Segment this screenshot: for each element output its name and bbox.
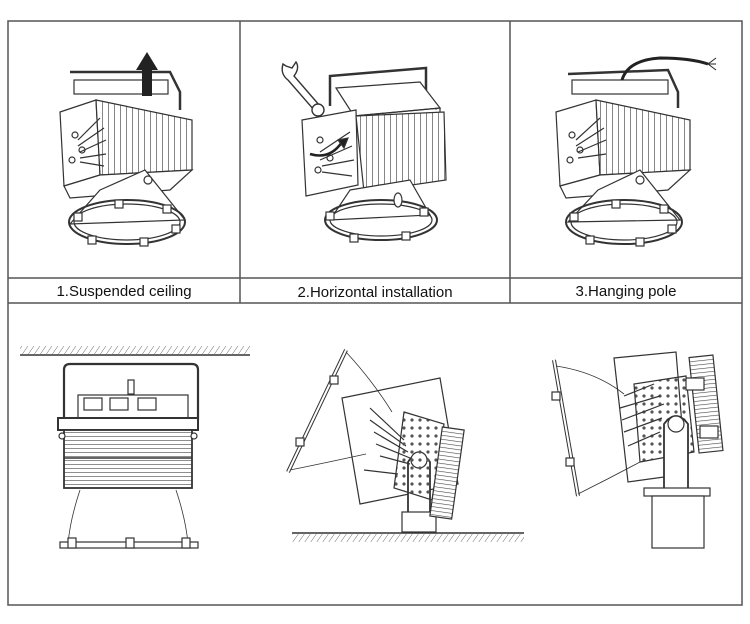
ceiling-mount-view	[20, 346, 250, 549]
power-cable-icon	[620, 56, 717, 81]
lamp-suspended-ceiling	[59, 70, 194, 247]
floor-mount-view	[286, 349, 524, 542]
panel-grid	[7, 20, 743, 606]
pole-mount-view	[551, 351, 724, 549]
arrow-up-icon	[136, 52, 158, 96]
caption-hanging-pole: 3.Hanging pole	[575, 283, 677, 300]
caption-suspended-ceiling: 1.Suspended ceiling	[56, 283, 192, 300]
caption-horizontal-installation: 2.Horizontal installation	[297, 284, 453, 301]
wrench-icon	[281, 60, 325, 117]
lamp-horizontal-installation	[301, 66, 447, 243]
lamp-hanging-pole	[555, 68, 692, 247]
